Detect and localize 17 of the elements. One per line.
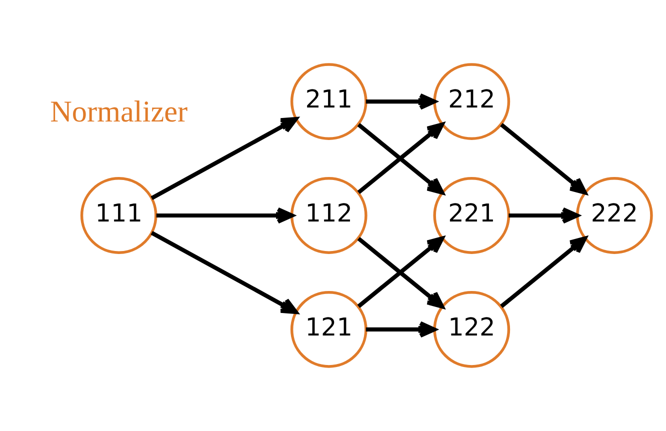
arrow (150, 231, 298, 314)
label: Normalizer (50, 94, 188, 129)
node-circle: 221 (433, 177, 510, 254)
node-circle: 112 (290, 177, 368, 254)
arrow (366, 93, 436, 110)
node-circle: 111 (80, 177, 158, 254)
arrow (500, 236, 587, 308)
node-circle: 211 (290, 63, 368, 140)
arrow (366, 321, 436, 338)
arrow (500, 123, 587, 195)
node-circle: 121 (290, 291, 368, 368)
node-circle: 222 (576, 177, 653, 254)
node-circle: 122 (433, 291, 510, 368)
arrow (150, 116, 298, 200)
arrow (156, 207, 294, 224)
arrow (508, 207, 579, 224)
node-circle: 212 (433, 63, 510, 140)
